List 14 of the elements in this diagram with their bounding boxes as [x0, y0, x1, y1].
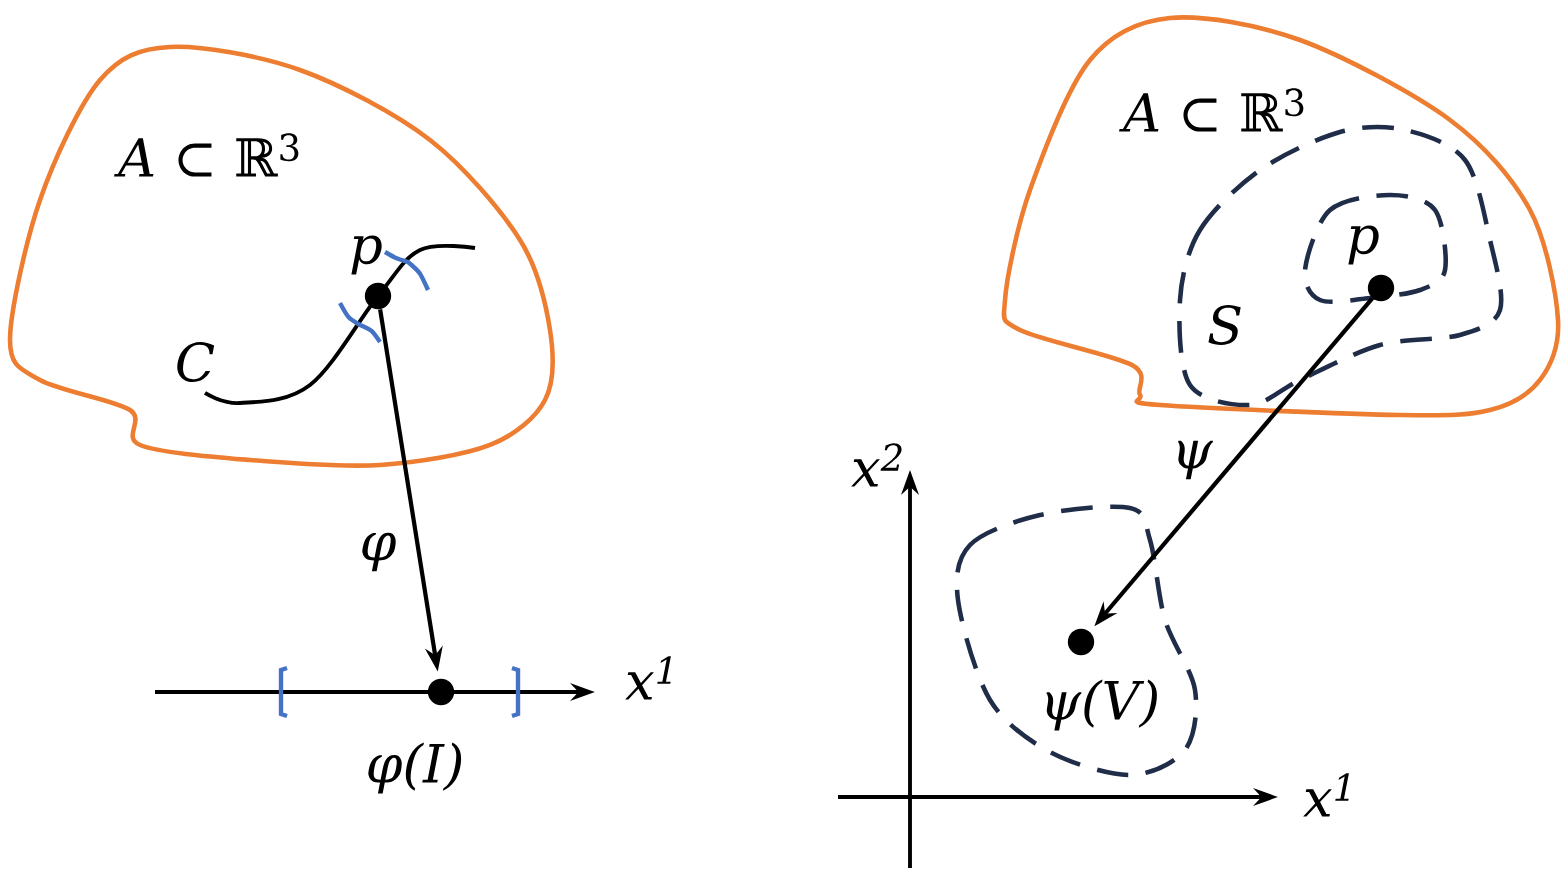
point-dot — [364, 282, 392, 310]
dashed-region: p — [1302, 192, 1448, 304]
dashed-region: ψ(V) — [954, 504, 1199, 778]
axis-label: C — [177, 342, 215, 382]
point-dot — [1367, 274, 1395, 302]
axis-label: x$^{1}$ — [625, 656, 671, 700]
edge-label: φ — [362, 532, 396, 572]
axis-label: x$^{1}$ — [1303, 773, 1349, 817]
point-dot — [1067, 628, 1095, 656]
edge-label: ψ — [1178, 440, 1214, 480]
point-label: p — [351, 235, 382, 275]
point-dot — [427, 678, 455, 706]
axis-label: φ(I) — [368, 742, 462, 794]
axis-label: x$^{2}$ — [851, 443, 902, 487]
